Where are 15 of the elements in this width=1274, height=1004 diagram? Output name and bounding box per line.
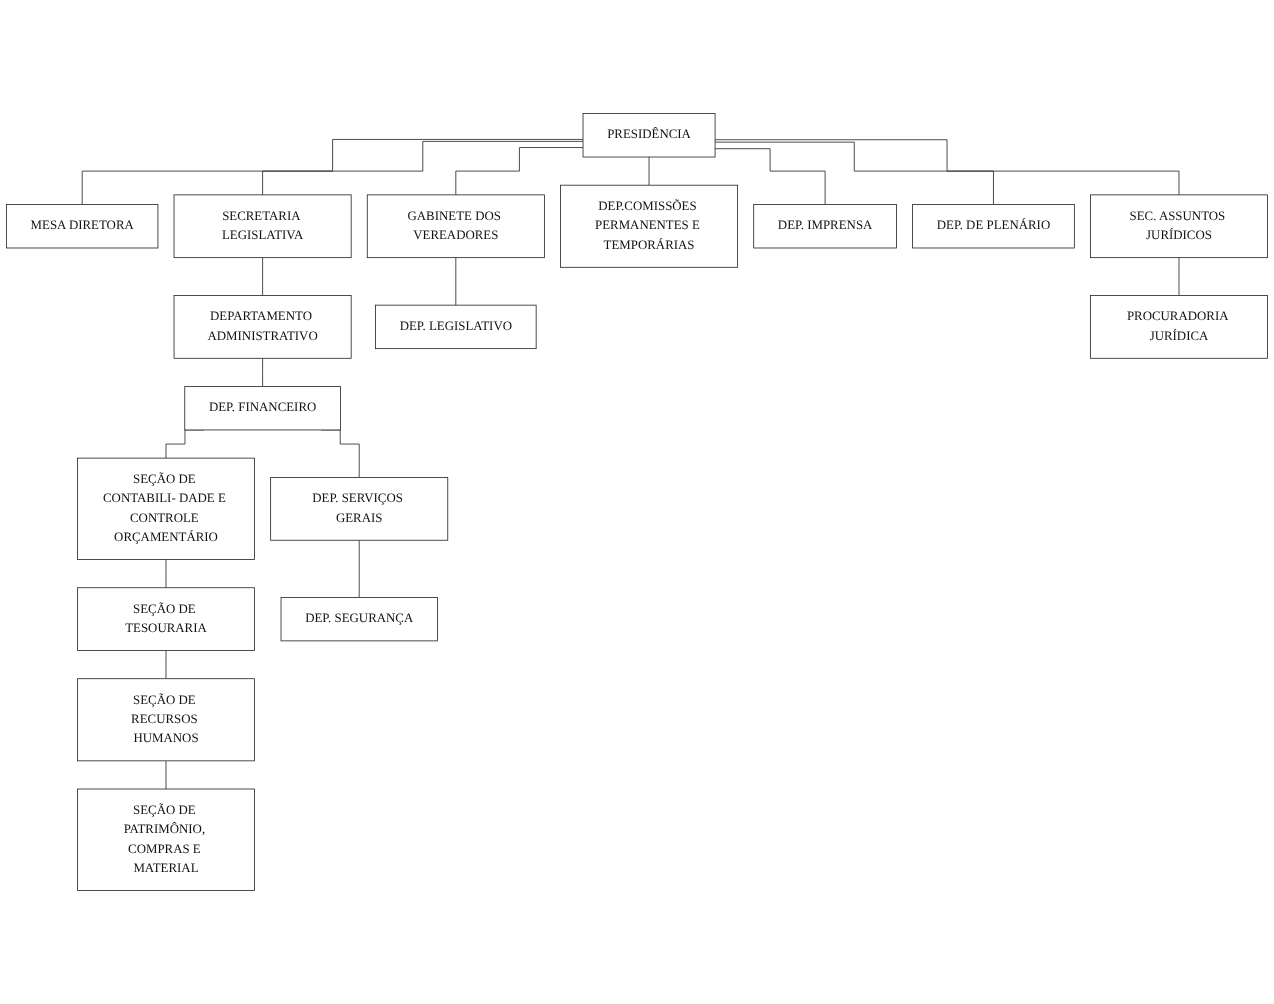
- connector: [262, 257, 263, 296]
- connector: [262, 357, 263, 387]
- connector: [455, 147, 584, 196]
- connector: [358, 539, 360, 598]
- connector: [648, 156, 650, 186]
- connector: [165, 650, 167, 680]
- connector: [165, 760, 167, 790]
- connector: [262, 141, 584, 196]
- connector: [455, 257, 457, 306]
- connector: [81, 139, 584, 205]
- connector: [714, 148, 826, 205]
- connector: [165, 559, 167, 589]
- connector: [714, 141, 994, 205]
- connector: [1178, 257, 1180, 296]
- connector: [714, 139, 1180, 196]
